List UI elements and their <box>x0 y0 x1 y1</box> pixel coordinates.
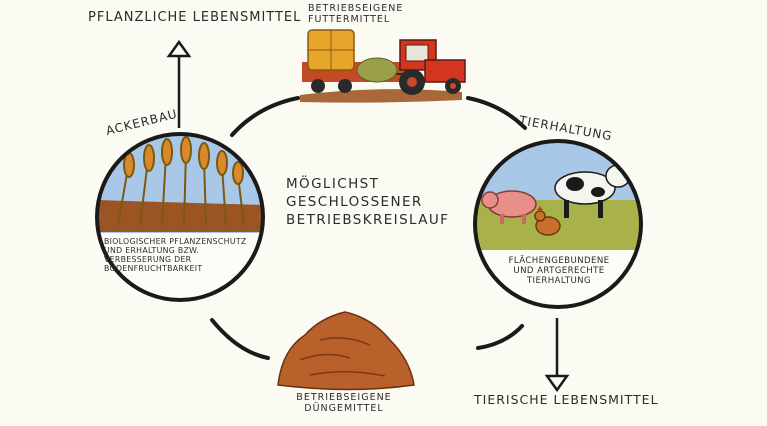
crop-circle <box>95 132 265 302</box>
center-cycle-text: Möglichst Geschlossener Betriebskreislau… <box>286 176 450 229</box>
manure-pile-icon <box>277 311 415 391</box>
livestock-caption: Flächengebundene und artgerechte Tierhal… <box>508 256 610 286</box>
cycle-arc-bottom-right <box>476 324 524 350</box>
cycle-arrows <box>210 96 527 360</box>
pig-icon <box>481 190 537 224</box>
crop-caption: Biologischer Pflanzenschutz und Erhaltun… <box>104 237 247 273</box>
plant-food-output-label: Pflanzliche Lebensmittel <box>88 10 302 25</box>
arrow-up-icon <box>166 39 192 128</box>
wheat-icon <box>117 136 245 226</box>
livestock-circle <box>473 139 643 309</box>
cycle-arc-bottom-left <box>210 318 270 360</box>
chicken-icon <box>534 206 561 236</box>
animal-food-output-label: Tierische Lebensmittel <box>474 392 659 407</box>
manure-label: Betriebseigene Düngemittel <box>296 392 392 414</box>
hay-bale-icon <box>307 29 398 83</box>
arrow-down-icon <box>544 318 570 393</box>
cycle-arc-top-left <box>230 96 300 137</box>
cycle-arc-top-right <box>466 96 527 130</box>
feed-label: Betriebseigene Futtermittel <box>308 3 404 25</box>
